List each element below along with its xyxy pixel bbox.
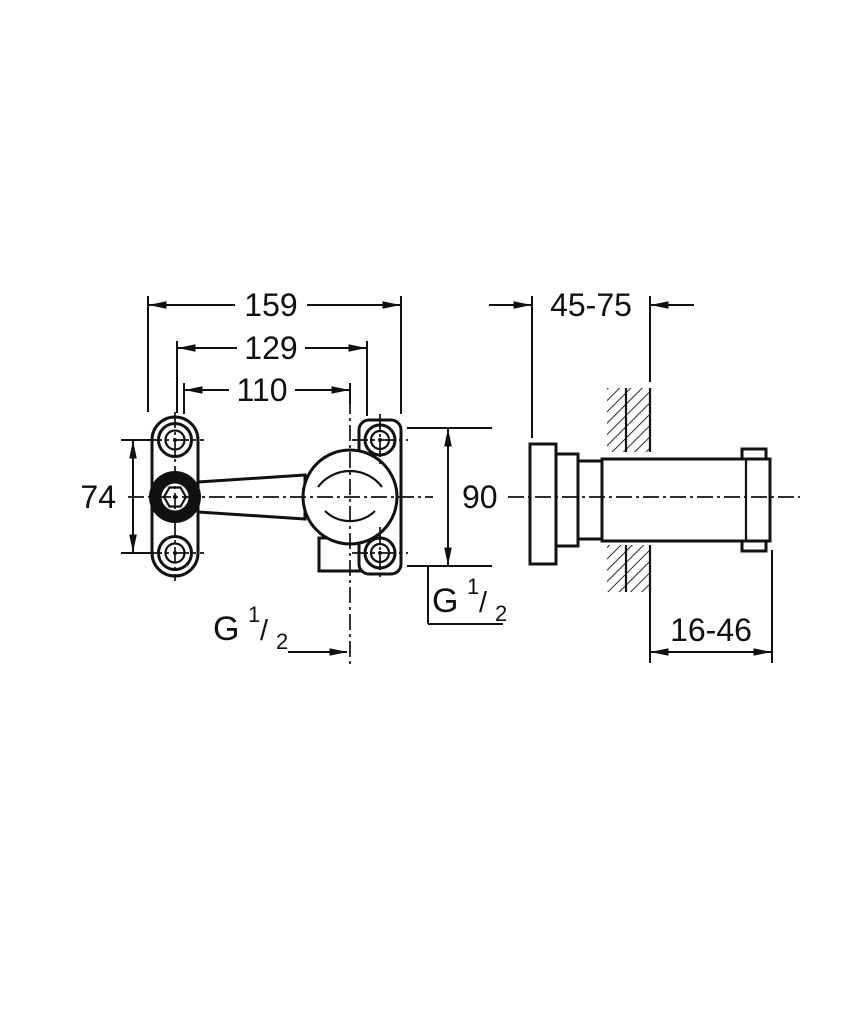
wall-hatch-bottom [607, 545, 650, 592]
thread-denominator: 2 [276, 629, 288, 654]
thread-prefix: G [213, 610, 239, 648]
thread-numerator: 1 [248, 602, 260, 627]
dim-text-wall-finish-range: 16-46 [670, 612, 752, 648]
rough-in-body [528, 442, 772, 566]
dimension-body-height: 90 [407, 427, 498, 567]
body-step [576, 459, 604, 541]
dimension-mounting-width: 129 [176, 330, 368, 416]
dim-text-mounting-width: 129 [244, 330, 297, 366]
thread-label-side-text: G 1 / 2 [432, 574, 507, 626]
clip-tab-top [740, 447, 768, 461]
thread-prefix-2: G [432, 582, 458, 620]
thread-label-bottom: G 1 / 2 [213, 602, 348, 656]
dimension-center-offset: 110 [183, 372, 351, 414]
dim-text-wall-depth-range: 45-75 [550, 287, 632, 323]
front-view [128, 398, 433, 664]
thread-label-bottom-text: G 1 / 2 [213, 602, 288, 654]
dim-text-body-height: 90 [462, 479, 498, 515]
housing-arc-top [317, 469, 383, 488]
side-view [508, 388, 800, 592]
thread-slash-2: / [479, 587, 488, 619]
dim-text-bracket-height: 74 [80, 479, 116, 515]
wall-hatch-top [607, 388, 650, 452]
clip-tab-bottom [740, 539, 768, 553]
union-step [554, 452, 580, 548]
spout-tube [600, 457, 772, 543]
wall-section [607, 388, 652, 592]
front-view-centerlines [128, 398, 433, 664]
thread-label-side: G 1 / 2 [427, 566, 507, 626]
dimension-wall-depth-range: 45-75 [489, 287, 694, 438]
dimension-wall-finish-range: 16-46 [649, 550, 773, 663]
thread-denominator-2: 2 [495, 601, 507, 626]
thread-slash: / [260, 615, 269, 647]
thread-numerator-2: 1 [467, 574, 479, 599]
dim-text-overall-width: 159 [244, 287, 297, 323]
dimension-overall-width: 159 [147, 287, 402, 414]
dimension-bracket-height: 74 [80, 439, 151, 554]
flange-section [528, 442, 558, 566]
dim-text-center-offset: 110 [236, 372, 287, 408]
